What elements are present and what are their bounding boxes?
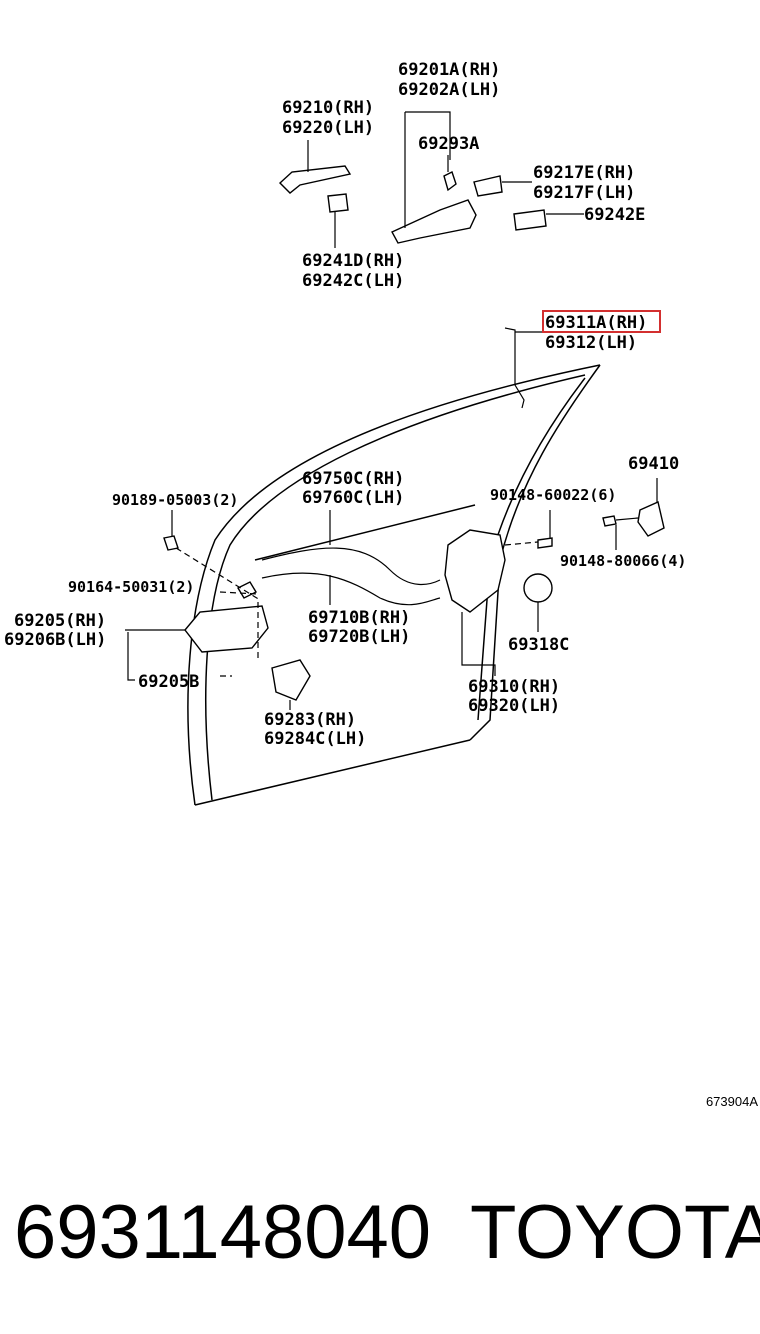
label-69318c: 69318C (508, 635, 569, 655)
inside-handle-group (125, 510, 311, 710)
inside-handle-69205 (184, 605, 269, 653)
label-69205b: 69205B (138, 672, 199, 692)
label-90148-80066: 90148-80066(4) (560, 552, 686, 570)
screw-90148-60022 (537, 537, 553, 549)
label-69310: 69310(RH) (468, 677, 560, 697)
part-labels: 69201A(RH) 69202A(LH) 69210(RH) 69220(LH… (4, 60, 686, 749)
label-90164: 90164-50031(2) (68, 578, 194, 596)
label-69206b: 69206B(LH) (4, 630, 106, 650)
label-69311a: 69311A(RH) (545, 313, 647, 333)
label-69205: 69205(RH) (14, 611, 106, 631)
cables-group (261, 510, 441, 606)
label-69320: 69320(LH) (468, 696, 560, 716)
label-69217f: 69217F(LH) (533, 183, 635, 203)
label-69410: 69410 (628, 454, 679, 474)
outside-handle-group (278, 111, 584, 248)
lock-rod-69311a (504, 327, 542, 409)
label-69750c: 69750C(RH) (302, 469, 404, 489)
label-69242c: 69242C(LH) (302, 271, 404, 291)
outside-handle-frame-69201a (391, 199, 477, 244)
part-number: 6931148040 (14, 1190, 432, 1275)
striker-69410 (637, 501, 665, 537)
label-90148-60022: 90148-60022(6) (490, 486, 616, 504)
label-90189: 90189-05003(2) (112, 491, 238, 509)
label-69760c: 69760C(LH) (302, 488, 404, 508)
lock-cover-69318c (523, 573, 553, 603)
door-frame (187, 364, 601, 806)
label-69720b: 69720B(LH) (308, 627, 410, 647)
clip-69293a (443, 171, 457, 192)
label-69202a: 69202A(LH) (398, 80, 500, 100)
outside-handle-69210 (278, 165, 352, 194)
label-69201a: 69201A(RH) (398, 60, 500, 80)
highlight-box (542, 310, 661, 333)
label-69220: 69220(LH) (282, 118, 374, 138)
label-69293a: 69293A (418, 134, 479, 154)
label-69217e: 69217E(RH) (533, 163, 635, 183)
striker-group (602, 478, 665, 550)
label-69312: 69312(LH) (545, 333, 637, 353)
label-69242e: 69242E (584, 205, 645, 225)
label-69284c: 69284C(LH) (264, 729, 366, 749)
label-69210: 69210(RH) (282, 98, 374, 118)
screw-90148-80066 (602, 515, 617, 527)
lock-assembly (444, 510, 553, 676)
cover-69217e (473, 175, 503, 197)
footer: 6931148040 TOYOTA (0, 1188, 760, 1278)
label-69283: 69283(RH) (264, 710, 356, 730)
label-69710b: 69710B(RH) (308, 608, 410, 628)
clip-90189 (163, 535, 179, 551)
gasket-69242e (513, 209, 547, 231)
handle-pad-69241d (327, 193, 349, 213)
bezel-69283 (271, 659, 311, 701)
diagram-code: 673904A (705, 1094, 758, 1109)
brand-name: TOYOTA (470, 1190, 760, 1275)
label-69241d: 69241D(RH) (302, 251, 404, 271)
door-lock-69310 (444, 529, 506, 613)
